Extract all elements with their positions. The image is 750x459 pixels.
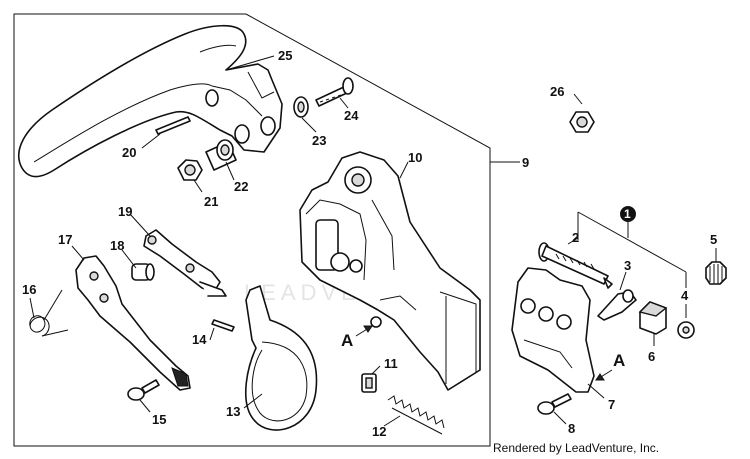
part-24-bolt [315,77,354,107]
part-5-gear [705,261,727,285]
callout-11: 11 [384,356,398,371]
callout-15: 15 [152,412,166,427]
part-11-clip [361,373,377,393]
callout-13: 13 [226,404,240,419]
callout-14: 14 [192,332,207,347]
leader-lines [29,55,717,427]
reference-mark-left: A [341,325,373,350]
callout-25: 25 [278,48,292,63]
callout-3: 3 [624,258,631,273]
callout-10: 10 [408,150,422,165]
part-16-spring [29,289,69,337]
part-6-block [638,301,668,335]
callout-8: 8 [568,421,575,436]
part-15-bolt [127,379,160,401]
svg-text:A: A [341,331,353,350]
callout-26: 26 [550,84,564,99]
callout-18: 18 [110,238,124,253]
callout-1: 1 [624,207,631,221]
footer-credit: Rendered by LeadVenture, Inc. [493,441,659,455]
callout-20: 20 [122,145,136,160]
callout-2: 2 [572,230,579,245]
part-22-collar [205,139,237,171]
part-19-link [143,229,227,297]
part-26-nut [569,111,595,133]
kit-bracket: 1 [577,206,687,288]
part-23-washer [293,96,309,118]
part-8-bolt [537,393,572,415]
part-18-spacer [131,263,155,281]
callout-23: 23 [312,133,326,148]
part-3-pin [597,289,637,321]
part-13-band [244,285,318,431]
part-2-screw [538,242,613,289]
assembly-frame [13,13,491,447]
part-7-plate [511,267,595,393]
callout-17: 17 [58,232,72,247]
callout-labels: 2 3 4 5 6 7 8 9 10 11 12 13 14 15 16 17 … [22,48,717,439]
part-21-nut [177,159,203,181]
callout-6: 6 [648,349,655,364]
callout-22: 22 [234,179,248,194]
callout-12: 12 [372,424,386,439]
callout-21: 21 [204,194,218,209]
part-20-pin [155,116,191,135]
reference-mark-right: A [595,351,625,381]
part-25-guard [17,24,283,178]
part-17-lever [75,255,191,391]
part-14-pin [211,319,235,332]
part-4-gear [677,321,695,339]
callout-4: 4 [681,288,689,303]
svg-text:A: A [613,351,625,370]
callout-7: 7 [608,397,615,412]
callout-5: 5 [710,232,717,247]
callout-16: 16 [22,282,36,297]
callout-24: 24 [344,108,359,123]
part-10-housing [299,151,481,391]
callout-19: 19 [118,204,132,219]
kit-number-badge [620,206,636,222]
part-12-spring [387,395,445,435]
callout-9: 9 [522,155,529,170]
